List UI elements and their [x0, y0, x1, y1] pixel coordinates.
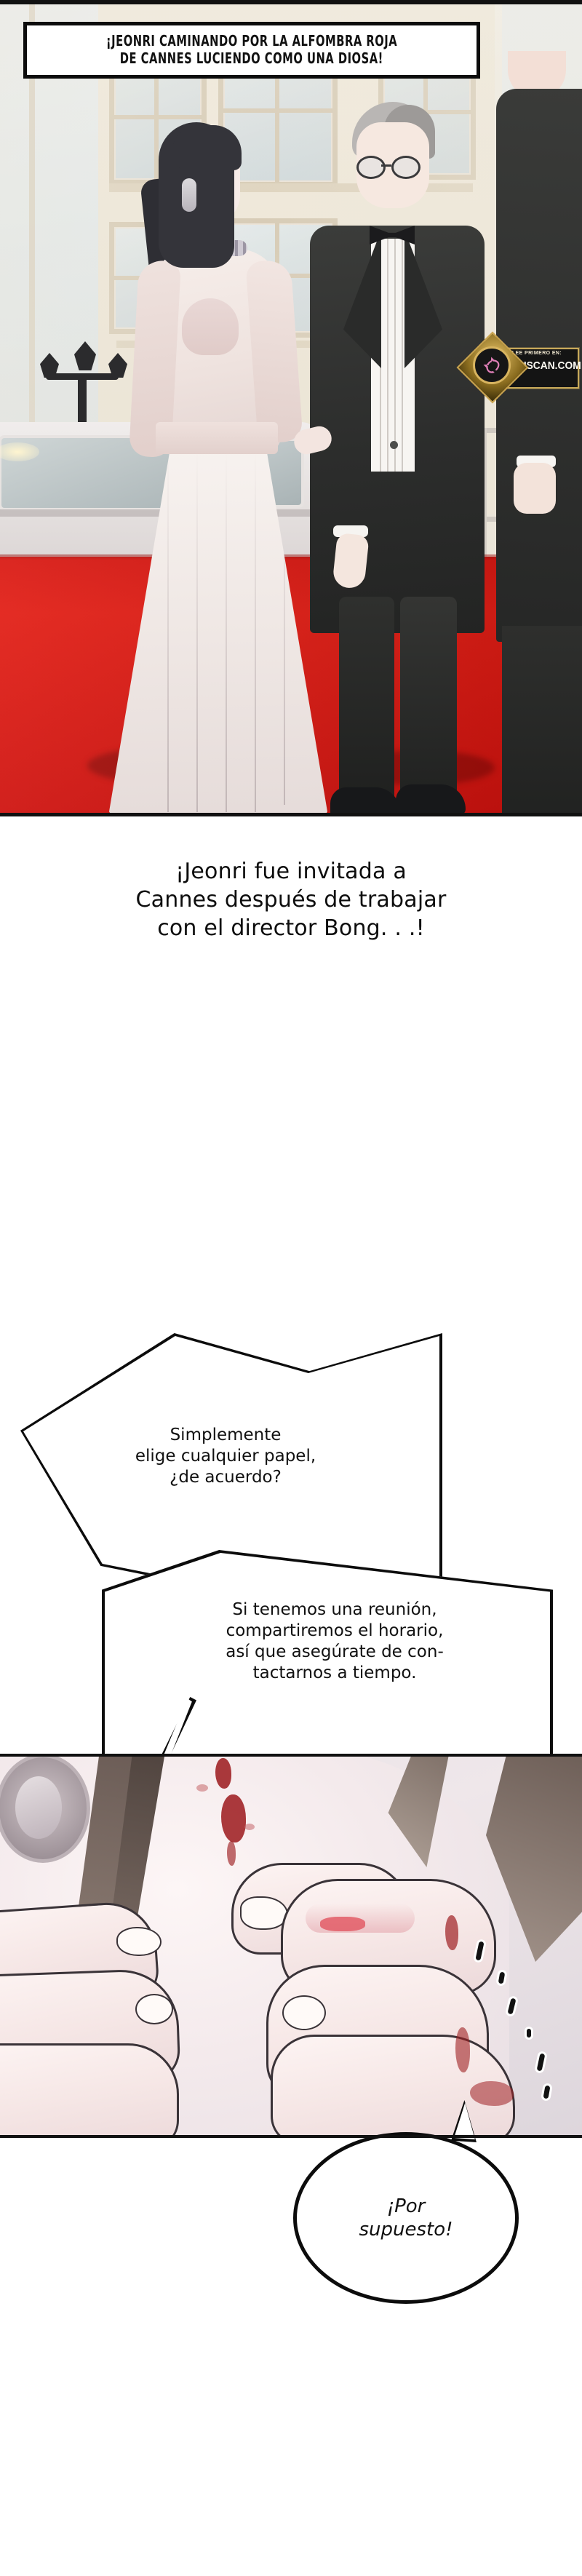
- sweat-drop: [543, 2085, 551, 2099]
- blood-speck: [196, 1784, 208, 1792]
- cat-silhouette-icon: [483, 357, 500, 373]
- bubble1-line-2: elige cualquier papel,: [135, 1446, 316, 1466]
- panel-bottom-border: [0, 813, 582, 816]
- panel2-top-border: [0, 1754, 582, 1757]
- blood-smear: [320, 1917, 365, 1931]
- bubble3-line-1: ¡Por: [386, 2195, 426, 2217]
- fingernail: [135, 1994, 173, 2024]
- fingernail: [116, 1927, 162, 1956]
- caption-box: ¡JEONRI CAMINANDO POR LA ALFOMBRA ROJA D…: [23, 22, 480, 79]
- earring: [182, 178, 196, 212]
- bubble2-line-4: tactarnos a tiempo.: [252, 1663, 417, 1682]
- blood-smear: [445, 1915, 458, 1950]
- character-director: [310, 87, 533, 816]
- blood-drip: [227, 1841, 236, 1866]
- earring-large: [0, 1754, 90, 1863]
- panel-top-border: [0, 0, 582, 4]
- character-jeonri: [109, 58, 355, 816]
- speech-bubble-group: Simplemente elige cualquier papel, ¿de a…: [0, 1303, 582, 1856]
- watermark: LEE PRIMERO EN: MIAUSCAN.COM: [456, 331, 581, 404]
- finger: [0, 2043, 179, 2138]
- blood-speck: [244, 1824, 255, 1830]
- sweat-drop: [527, 2029, 531, 2038]
- narration-line-2: Cannes después de trabajar: [135, 887, 447, 913]
- speech-bubble-2-text: Si tenemos una reunión, compartiremos el…: [193, 1599, 477, 1684]
- sweat-drop: [536, 2053, 546, 2072]
- bubble1-line-3: ¿de acuerdo?: [170, 1467, 282, 1487]
- blood-smear: [455, 2027, 470, 2072]
- character-man-right: [496, 51, 582, 816]
- bubble3-line-2: supuesto!: [359, 2219, 453, 2241]
- narration-line-3: con el director Bong. . .!: [157, 915, 425, 941]
- panel-closeup: [0, 1754, 582, 2138]
- narration-block: ¡Jeonri fue invitada a Cannes después de…: [0, 857, 582, 942]
- speech-bubble-1-text: Simplemente elige cualquier papel, ¿de a…: [102, 1425, 349, 1488]
- narration-line-1: ¡Jeonri fue invitada a: [175, 859, 407, 884]
- blood-splatter: [221, 1794, 246, 1842]
- caption-line-2: DE CANNES LUCIENDO COMO UNA DIOSA!: [119, 49, 384, 67]
- panel2-bottom-border: [0, 2135, 582, 2138]
- bubble1-line-1: Simplemente: [170, 1426, 282, 1444]
- bubble2-line-2: compartiremos el horario,: [226, 1621, 444, 1640]
- fingernail: [282, 1995, 326, 2030]
- blood-smear: [470, 2081, 514, 2106]
- panel-red-carpet: ¡JEONRI CAMINANDO POR LA ALFOMBRA ROJA D…: [0, 0, 582, 816]
- speech-bubble-3: ¡Por supuesto!: [293, 2132, 519, 2304]
- bubble2-line-1: Si tenemos una reunión,: [232, 1600, 437, 1619]
- speech-bubble-3-text: ¡Por supuesto!: [359, 2195, 453, 2242]
- fingernail: [240, 1896, 288, 1930]
- watermark-line-1: LEE PRIMERO EN:: [511, 351, 562, 356]
- bubble2-line-3: así que asegúrate de con-: [226, 1642, 444, 1661]
- blood-splatter: [215, 1758, 231, 1789]
- caption-line-1: ¡JEONRI CAMINANDO POR LA ALFOMBRA ROJA: [105, 32, 398, 50]
